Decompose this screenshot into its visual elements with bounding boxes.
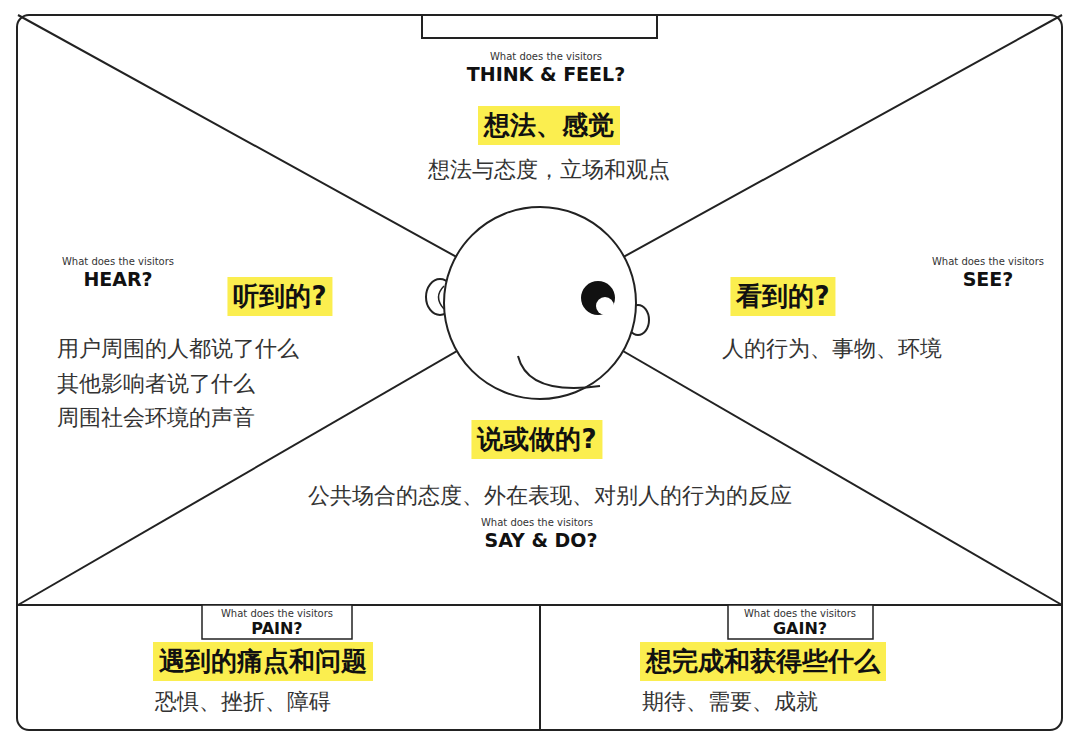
section-heading-en: THINK & FEEL? [467, 63, 625, 86]
smile [518, 356, 600, 388]
map-section: What does the visitorsGAIN? 想完成和获得些什么期待、需… [636, 606, 886, 716]
prompt-question: What does the visitors [62, 256, 174, 268]
section-description: 周围社会环境的声音 [57, 405, 255, 431]
section-description: 期待、需要、成就 [642, 689, 818, 715]
prompt-question: What does the visitors [221, 608, 333, 620]
section-description: 用户周围的人都说了什么 [57, 336, 299, 362]
section-heading: 说或做的? [471, 420, 602, 459]
prompt-question: What does the visitors [744, 608, 856, 620]
section-heading-en: PAIN? [251, 619, 302, 638]
section-heading: 看到的? [730, 277, 835, 316]
head-illustration [426, 207, 649, 399]
section-heading-en: SAY & DO? [484, 529, 597, 552]
section-heading-en: HEAR? [83, 268, 152, 291]
section-description: 人的行为、事物、环境 [722, 336, 942, 362]
divider-line [539, 605, 541, 730]
outer-border [17, 15, 1062, 730]
top-tab [422, 15, 657, 38]
map-section: What does the visitorsHEAR? 听到的? 用户周围的人都说了… [50, 250, 333, 432]
section-heading: 想法、感觉 [478, 106, 620, 145]
map-section: 说或做的? 公共场合的态度、外在表现、对别人的行为的反应 What does the… [260, 415, 792, 552]
prompt-question: What does the visitors [932, 256, 1044, 268]
section-description: 恐惧、挫折、障碍 [155, 689, 331, 715]
section-heading: 遇到的痛点和问题 [153, 642, 373, 681]
map-section: What does the visitorsSEE? 看到的? 人的行为、事物、环境 [700, 250, 1045, 363]
section-heading-en: GAIN? [773, 619, 827, 638]
section-description: 公共场合的态度、外在表现、对别人的行为的反应 [308, 483, 792, 509]
section-heading: 听到的? [227, 277, 332, 316]
eye [581, 281, 615, 315]
prompt-question: What does the visitors [490, 51, 602, 63]
section-heading: 想完成和获得些什么 [640, 642, 886, 681]
section-description: 其他影响者说了什么 [57, 371, 255, 397]
map-section: What does the visitorsPAIN? 遇到的痛点和问题恐惧、挫折… [150, 606, 373, 716]
section-heading-en: SEE? [963, 268, 1014, 291]
pain-tab [202, 605, 352, 639]
prompt-question: What does the visitors [481, 517, 593, 529]
eye-highlight [596, 297, 614, 315]
map-section: What does the visitorsTHINK & FEEL? 想法、感觉… [300, 45, 670, 184]
head-circle [444, 207, 636, 399]
section-description: 想法与态度，立场和观点 [428, 157, 670, 183]
gain-tab [728, 605, 873, 639]
